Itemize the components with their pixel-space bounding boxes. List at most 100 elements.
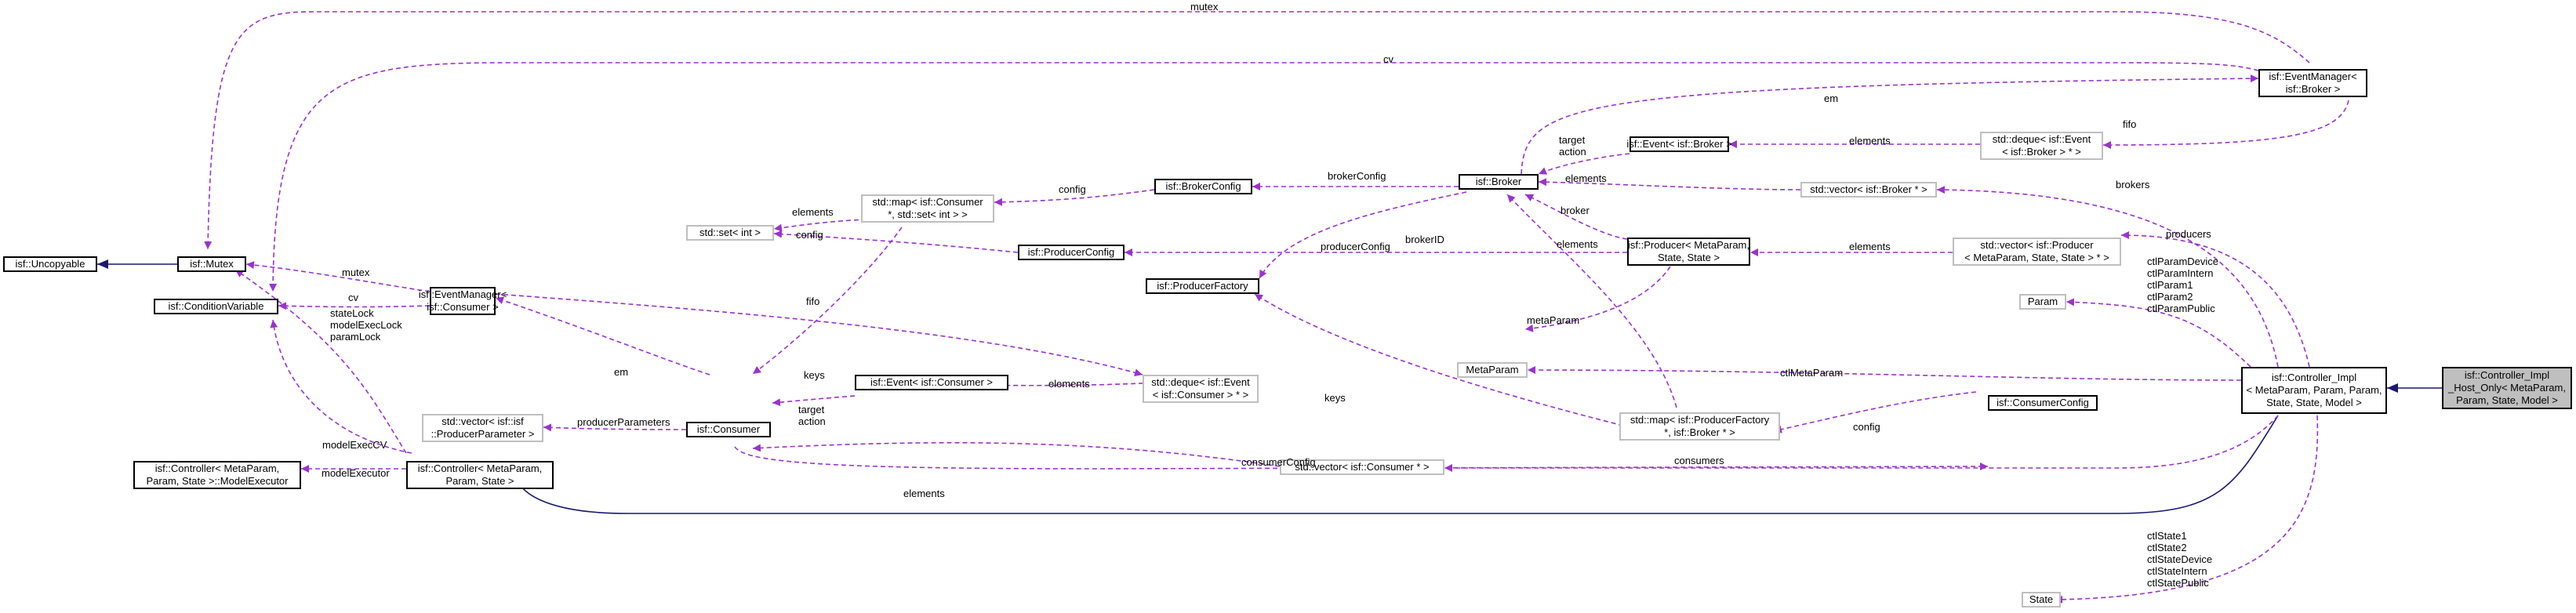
node-vector-consumer[interactable]: std::vector< isf::Consumer * > (1280, 459, 1444, 475)
edge-producers (2120, 231, 2310, 368)
node-consumer[interactable]: isf::Consumer (686, 422, 771, 437)
edge-cv-em-consumer (278, 302, 431, 310)
edge-ctl-params (2066, 298, 2251, 368)
node-consumer-config[interactable]: isf::ConsumerConfig (1988, 395, 2098, 411)
edge-label-locks: stateLock modelExecLock paramLock (330, 307, 402, 343)
edge-ctl-meta-param (1527, 366, 2242, 381)
edge-label-cv-top: cv (1383, 53, 1393, 65)
edge-keys-map-consumer (752, 227, 903, 375)
edge-label-meta-param: metaParam (1527, 314, 1580, 326)
edge-label-broker-id: brokerID (1405, 234, 1444, 245)
node-deque-event-broker[interactable]: std::deque< isf::Event < isf::Broker > *… (1980, 132, 2103, 160)
node-param[interactable]: Param (2019, 294, 2066, 310)
edge-target-action-consumer (772, 395, 856, 407)
edge-meta-param (1524, 266, 1671, 332)
edge-label-brokers: brokers (2116, 179, 2150, 190)
edge-label-elements-deque-consumer: elements (1048, 378, 1090, 390)
edge-producer-parameters (543, 423, 687, 432)
edge-label-model-executor: modelExecutor (322, 467, 390, 479)
edge-label-elements-vector-consumer: elements (903, 488, 945, 499)
node-broker[interactable]: isf::Broker (1459, 174, 1539, 190)
edge-label-keys-map-pf: keys (1324, 392, 1346, 404)
edge-label-elements-vector-producer: elements (1849, 241, 1891, 252)
edge-label-config-map: config (1059, 183, 1086, 195)
node-meta-param[interactable]: MetaParam (1457, 362, 1528, 378)
edge-label-elements-vector-broker: elements (1565, 172, 1607, 184)
edge-label-target-action-consumer: target action (798, 404, 826, 427)
edge-elements-vector-broker (1538, 178, 1801, 190)
edge-label-consumers: consumers (1674, 455, 1724, 466)
edge-label-model-exec-cv: modelExecCV (322, 439, 387, 451)
edge-label-elements-set: elements (792, 206, 834, 218)
node-deque-event-consumer[interactable]: std::deque< isf::Event < isf::Consumer >… (1143, 375, 1259, 403)
edge-label-target-action-broker: target action (1559, 134, 1586, 158)
edge-label-consumer-config: consumerConfig (1241, 456, 1316, 468)
node-map-consumer-set[interactable]: std::map< isf::Consumer *, std::set< int… (861, 194, 994, 223)
edge-elements-vector-consumer (752, 441, 1281, 467)
node-vector-producer-parameter[interactable]: std::vector< isf::isf ::ProducerParamete… (422, 414, 543, 442)
edge-locks (234, 269, 407, 454)
edge-label-em-top: em (1824, 92, 1839, 104)
edge-fifo-consumer (495, 293, 1143, 377)
edge-impl-controller (508, 415, 2279, 514)
edge-label-fifo-broker: fifo (2123, 118, 2137, 130)
edge-label-elements-map-pf: elements (1557, 238, 1598, 250)
edge-label-ctl-meta-param: ctlMetaParam (1780, 367, 1844, 379)
edge-config-producer (773, 230, 1019, 253)
edge-consumers (1444, 415, 2279, 472)
edge-elements-set (773, 219, 867, 232)
node-state[interactable]: State (2022, 592, 2061, 608)
node-uncopyable[interactable]: isf::Uncopyable (3, 256, 97, 272)
node-set-int[interactable]: std::set< int > (686, 225, 774, 241)
edge-brokers (1936, 186, 2279, 368)
edge-label-elements-deque-broker: elements (1849, 135, 1891, 147)
edge-label-broker-producer: broker (1560, 205, 1590, 216)
node-event-manager-consumer[interactable]: isf::EventManager< isf::Consumer > (419, 287, 507, 315)
node-broker-config[interactable]: isf::BrokerConfig (1154, 179, 1252, 194)
edge-em-broker (1521, 74, 2259, 175)
node-map-producer-factory[interactable]: std::map< isf::ProducerFactory *, isf::B… (1619, 412, 1780, 441)
node-vector-broker[interactable]: std::vector< isf::Broker * > (1800, 182, 1937, 198)
edge-label-mutex-em-consumer: mutex (342, 267, 370, 278)
node-producer-config[interactable]: isf::ProducerConfig (1018, 245, 1125, 260)
edge-label-em-consumer: em (614, 366, 629, 378)
node-vector-producer[interactable]: std::vector< isf::Producer < MetaParam, … (1953, 238, 2121, 266)
node-producer-factory[interactable]: isf::ProducerFactory (1146, 278, 1259, 294)
node-producer[interactable]: isf::Producer< MetaParam, State, State > (1627, 238, 1750, 266)
node-event-manager-broker[interactable]: isf::EventManager< isf::Broker > (2258, 69, 2367, 97)
node-model-executor[interactable]: isf::Controller< MetaParam, Param, State… (133, 461, 301, 489)
edge-cv-top (269, 62, 2259, 292)
edge-mutex-top (204, 11, 2310, 250)
node-controller[interactable]: isf::Controller< MetaParam, Param, State… (406, 461, 554, 489)
edge-config-consumer (1773, 391, 1977, 433)
edge-label-config-producer: config (796, 229, 823, 241)
node-event-consumer[interactable]: isf::Event< isf::Consumer > (855, 375, 1008, 390)
edge-consumer-config (734, 446, 1989, 471)
edge-elements-map-pf (1506, 194, 1677, 408)
edge-target-action-broker (1538, 153, 1630, 175)
edge-label-keys-map-consumer: keys (804, 369, 825, 381)
node-event-broker[interactable]: isf::Event< isf::Broker > (1626, 136, 1732, 152)
edge-model-exec-cv (270, 319, 412, 454)
node-controller-impl-host-only[interactable]: isf::Controller_Impl _Host_Only< MetaPar… (2442, 367, 2572, 409)
edge-em-consumer (495, 296, 710, 375)
edge-broker-id (1259, 191, 1467, 279)
edge-config-map (994, 189, 1155, 206)
edge-label-producer-parameters: producerParameters (577, 416, 670, 428)
edge-fifo-broker (2102, 100, 2349, 149)
edge-label-producer-config: producerConfig (1321, 241, 1390, 252)
edge-label-ctl-states: ctlState1 ctlState2 ctlStateDevice ctlSt… (2147, 530, 2213, 589)
edge-broker-producer (1524, 194, 1628, 240)
node-condition-variable[interactable]: isf::ConditionVariable (154, 299, 278, 314)
edge-keys-map-pf (1254, 293, 1624, 426)
node-controller-impl[interactable]: isf::Controller_Impl < MetaParam, Param,… (2241, 367, 2387, 414)
edge-label-ctl-params: ctlParamDevice ctlParamIntern ctlParam1 … (2147, 256, 2219, 314)
edge-ctl-states (2054, 415, 2319, 604)
edge-label-mutex-top: mutex (1190, 1, 1219, 13)
edge-label-broker-config: brokerConfig (1328, 170, 1386, 182)
edge-label-cv-em-consumer: cv (348, 292, 358, 303)
edge-label-producers: producers (2166, 228, 2211, 240)
edge-label-fifo-consumer: fifo (806, 296, 820, 307)
node-mutex[interactable]: isf::Mutex (177, 256, 246, 272)
